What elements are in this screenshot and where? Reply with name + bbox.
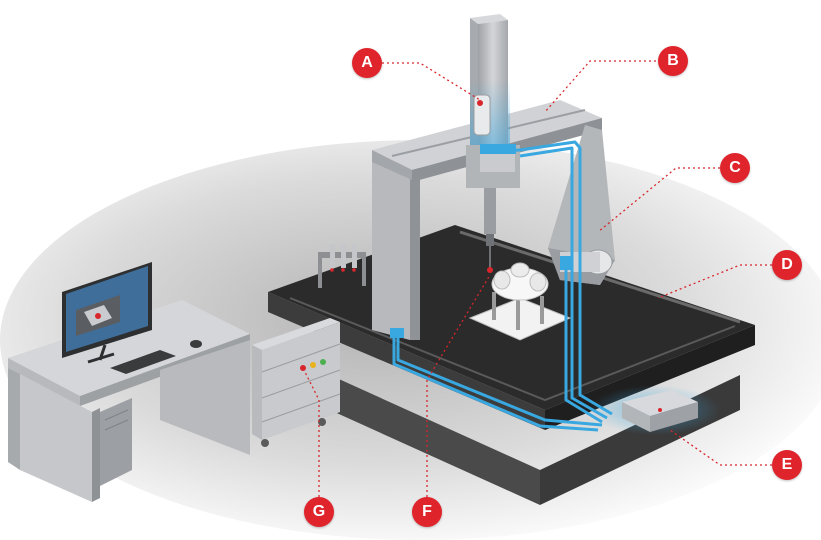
workpiece-fixture [468,262,572,341]
callout-b: B [658,46,688,76]
cable-clips [390,144,572,338]
callout-c: C [720,153,750,183]
controller-box [590,385,720,435]
probe-rack [318,244,366,288]
leader-lines [304,60,772,497]
callout-d: D [772,250,802,280]
server-cabinet [252,318,341,447]
callout-f: F [412,497,442,527]
z-column [466,14,520,273]
cable-routing [392,140,613,432]
computer-desk [8,300,250,502]
callout-a: A [352,48,382,78]
callout-e: E [772,450,802,480]
callout-g: G [304,497,334,527]
gantry-bridge [372,100,615,340]
computer-monitor [62,262,202,374]
